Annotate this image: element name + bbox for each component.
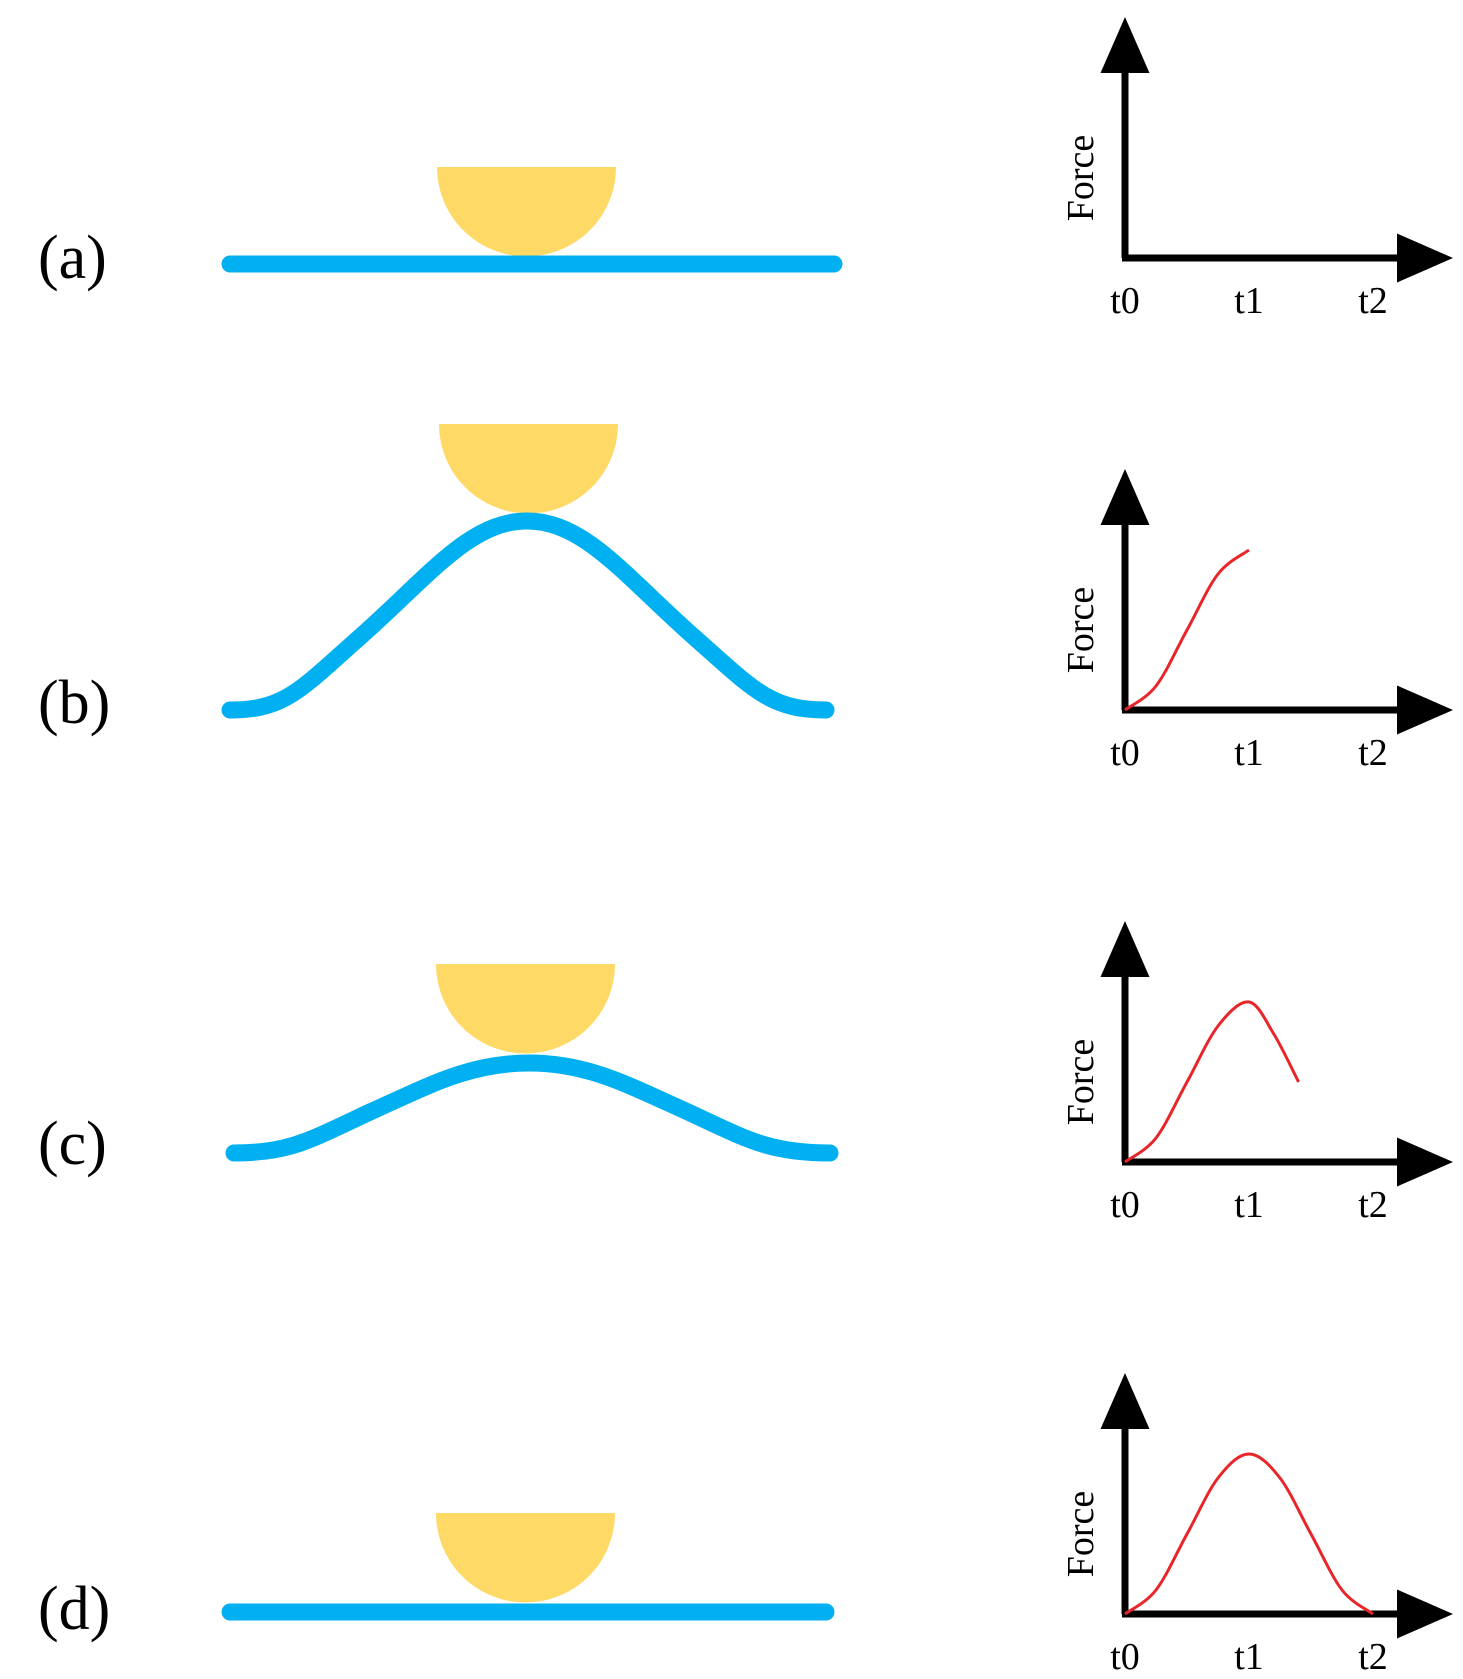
- panel-label-c: (c): [38, 1110, 107, 1178]
- indenter-b: [439, 424, 618, 514]
- y-label-d: Force: [1060, 1491, 1102, 1578]
- panel-label-d: (d): [38, 1575, 110, 1643]
- beam-c: [225, 1054, 839, 1162]
- x-tick-d-1: t1: [1234, 1636, 1264, 1678]
- chart-d: Force t0 t1 t2: [1060, 1373, 1453, 1678]
- x-tick-b-2: t2: [1358, 732, 1388, 774]
- panel-c: (c): [38, 964, 839, 1178]
- x-tick-d-0: t0: [1110, 1636, 1140, 1678]
- x-tick-b-1: t1: [1234, 732, 1264, 774]
- indenter-a: [437, 167, 616, 257]
- y-label-c: Force: [1060, 1039, 1102, 1126]
- x-tick-c-0: t0: [1110, 1184, 1140, 1226]
- y-label-a: Force: [1060, 135, 1102, 222]
- force-curve-c: [1124, 1000, 1300, 1164]
- x-tick-a-0: t0: [1110, 280, 1140, 322]
- force-curve-d: [1124, 1452, 1374, 1616]
- force-curve-b: [1124, 548, 1250, 712]
- x-tick-a-2: t2: [1358, 280, 1388, 322]
- panel-d: (d): [38, 1513, 835, 1643]
- x-tick-c-1: t1: [1234, 1184, 1264, 1226]
- x-tick-b-0: t0: [1110, 732, 1140, 774]
- chart-b: Force t0 t1 t2: [1060, 469, 1453, 774]
- indenter-c: [436, 964, 615, 1054]
- panel-label-a: (a): [38, 224, 107, 292]
- y-label-b: Force: [1060, 587, 1102, 674]
- chart-c: Force t0 t1 t2: [1060, 921, 1453, 1226]
- indenter-d: [436, 1513, 615, 1603]
- panel-a: (a): [38, 167, 843, 292]
- panel-b: (b): [38, 424, 835, 737]
- x-tick-d-2: t2: [1358, 1636, 1388, 1678]
- x-tick-c-2: t2: [1358, 1184, 1388, 1226]
- x-tick-a-1: t1: [1234, 280, 1264, 322]
- panel-label-b: (b): [38, 669, 110, 737]
- beam-b: [221, 512, 835, 719]
- chart-a: Force t0 t1 t2: [1060, 17, 1453, 322]
